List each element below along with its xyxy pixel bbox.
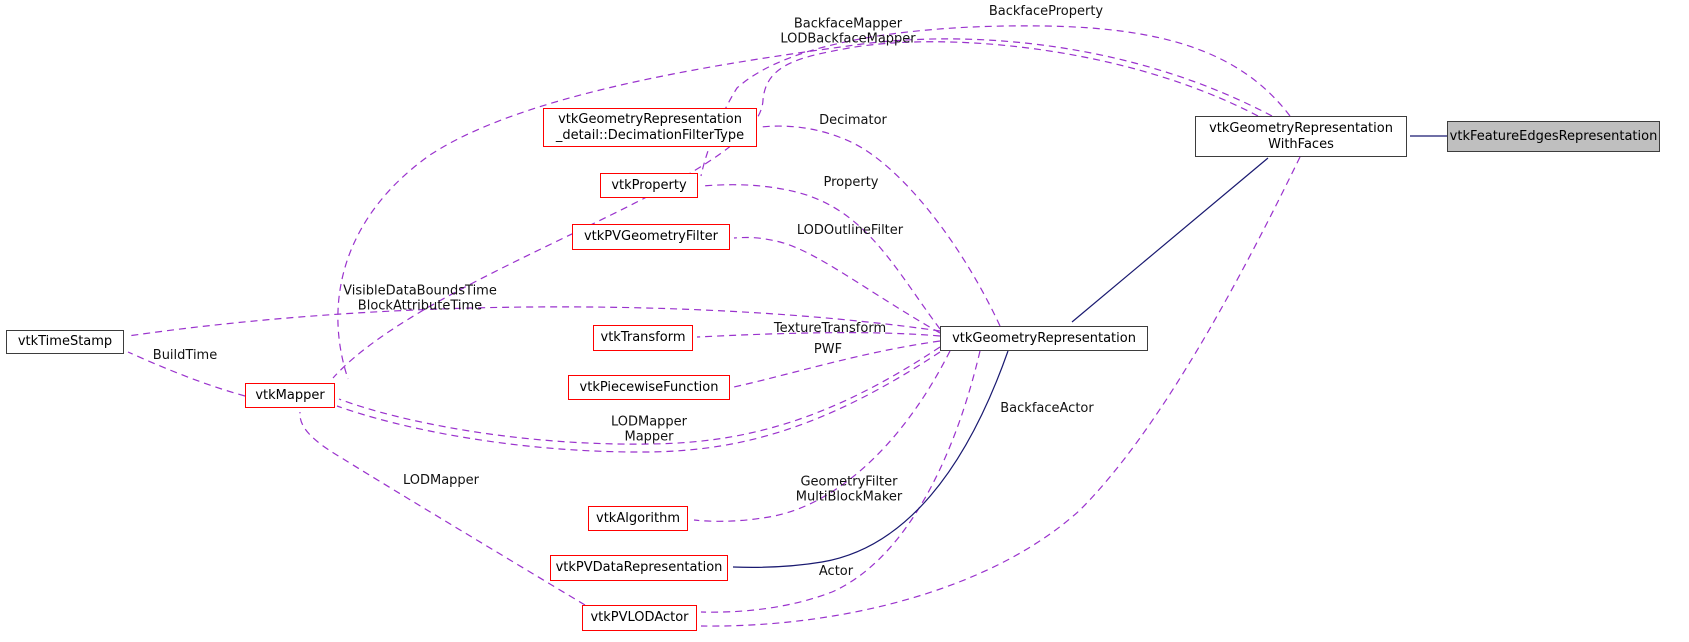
node-label: vtkTimeStamp — [17, 334, 113, 350]
node-vtkpvdatarepresentation[interactable]: vtkPVDataRepresentation — [550, 555, 728, 581]
edge-label-actor: Actor — [818, 563, 854, 579]
edge-mapper — [338, 346, 941, 445]
node-label: _detail::DecimationFilterType — [555, 127, 745, 143]
edge-decimator — [760, 125, 1001, 327]
node-vtktimestamp: vtkTimeStamp — [6, 330, 124, 354]
edge-geometry-filter — [693, 350, 951, 522]
edge-actor — [700, 350, 981, 613]
node-label: vtkGeometryRepresentation — [558, 112, 742, 127]
node-vtkproperty[interactable]: vtkProperty — [600, 173, 698, 198]
edge-inheritance-geometryrepresentation-pvdatarepresentation — [732, 350, 1009, 568]
edge-label-backface-actor: BackfaceActor — [1000, 400, 1094, 416]
edge-visible-data-bounds-time — [127, 306, 941, 337]
node-vtkpiecewisefunction[interactable]: vtkPiecewiseFunction — [568, 375, 730, 400]
node-vtkpvlodactor[interactable]: vtkPVLODActor — [582, 605, 697, 631]
node-vtktransform[interactable]: vtkTransform — [593, 325, 693, 351]
node-label: vtkMapper — [255, 387, 325, 403]
node-vtkmapper[interactable]: vtkMapper — [245, 383, 335, 408]
node-label: vtkTransform — [600, 330, 686, 346]
edge-label-decimator: Decimator — [819, 112, 887, 128]
node-vtkalgorithm[interactable]: vtkAlgorithm — [588, 506, 688, 531]
edge-label-lodmapper: LODMapper — [402, 472, 480, 488]
node-label: vtkGeometryRepresentation — [952, 330, 1136, 346]
edge-backface-actor — [700, 156, 1301, 627]
node-label: vtkPVGeometryFilter — [583, 229, 719, 245]
edge-property — [701, 184, 941, 330]
node-label: vtkGeometryRepresentation — [1209, 121, 1393, 136]
node-label: vtkPVLODActor — [590, 610, 689, 626]
edge-texture-transform — [696, 332, 941, 338]
edge-label-texture-transform: TextureTransform — [773, 320, 887, 336]
node-label: vtkFeatureEdgesRepresentation — [1449, 128, 1658, 144]
edge-label-pwf: PWF — [813, 341, 843, 357]
edge-backface-mapper — [337, 38, 1273, 380]
edge-inheritance-withfaces-geometryrepresentation — [1071, 157, 1269, 323]
edge-pwf — [733, 340, 941, 388]
node-decimationfiltertype[interactable]: vtkGeometryRepresentation _detail::Decim… — [543, 108, 757, 147]
edge-label-property: Property — [823, 174, 879, 190]
edge-lod-backface-mapper — [332, 41, 1259, 379]
edge-label-backface-property: BackfaceProperty — [988, 3, 1104, 19]
node-vtkpvgeometryfilter[interactable]: vtkPVGeometryFilter — [572, 224, 730, 250]
node-label: vtkPVDataRepresentation — [555, 560, 723, 576]
node-label: WithFaces — [1268, 136, 1334, 152]
edge-lod-mapper-from-representation — [336, 351, 941, 453]
edge-lod-mapper-from-actor — [299, 411, 586, 606]
edge-label-lod-outline-filter: LODOutlineFilter — [796, 222, 904, 238]
node-vtkfeatureedgesrepresentation: vtkFeatureEdgesRepresentation — [1447, 121, 1660, 152]
node-label: vtkPiecewiseFunction — [579, 379, 719, 395]
node-vtkgeometryrepresentation: vtkGeometryRepresentation — [940, 326, 1148, 351]
edge-label-build-time: BuildTime — [152, 347, 218, 363]
node-label: vtkProperty — [611, 177, 687, 193]
node-vtkgeometryrepresentationwithfaces: vtkGeometryRepresentation WithFaces — [1195, 116, 1407, 157]
edge-build-time — [127, 351, 246, 397]
node-label: vtkAlgorithm — [596, 510, 680, 526]
